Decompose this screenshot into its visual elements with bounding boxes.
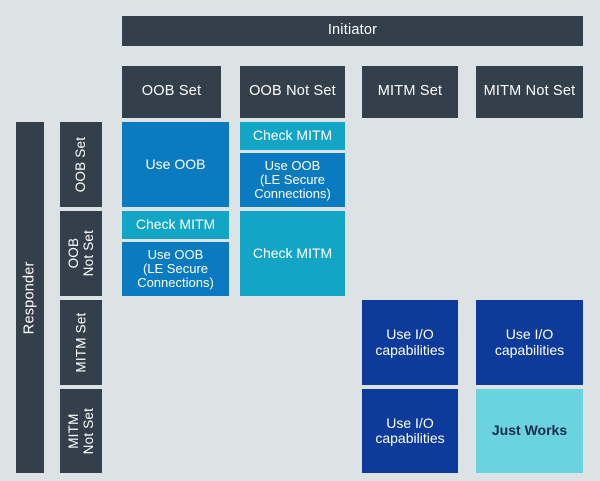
initiator-column-header-oob-not-set: OOB Not Set [240, 66, 345, 118]
initiator-column-header-oob-set: OOB Set [122, 66, 221, 118]
initiator-header: Initiator [122, 16, 583, 46]
responder-header: Responder [16, 122, 44, 473]
responder-row-header-oob-set-label: OOB Set [73, 136, 89, 193]
initiator-column-header-mitm-not-set: MITM Not Set [476, 66, 583, 118]
cell-oobnotset-oobnotset-check-mitm: Check MITM [240, 211, 345, 296]
responder-row-header-mitm-set-label: MITM Set [73, 312, 89, 373]
responder-header-label: Responder [21, 261, 38, 334]
cell-mitmnotset-mitmnotset-just-works: Just Works [476, 389, 583, 473]
responder-row-header-oob-set: OOB Set [60, 122, 102, 207]
initiator-column-header-mitm-set: MITM Set [362, 66, 458, 118]
cell-oobset-oobset: Use OOB [122, 122, 229, 207]
responder-row-header-mitm-set: MITM Set [60, 300, 102, 385]
cell-oobset-oobnotset-check-mitm: Check MITM [240, 122, 345, 150]
cell-oobnotset-oobset-check-mitm: Check MITM [122, 211, 229, 239]
